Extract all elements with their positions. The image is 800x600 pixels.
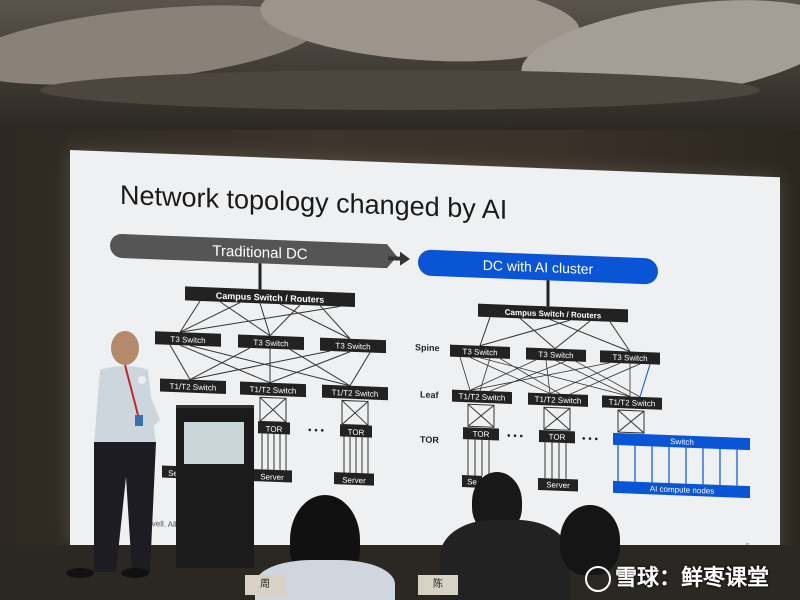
server-label: Se bbox=[168, 469, 178, 478]
server-box bbox=[252, 468, 292, 483]
name-card: 陈 bbox=[418, 575, 458, 595]
tor-box bbox=[258, 421, 290, 435]
arrow-icon bbox=[388, 251, 410, 266]
server-box bbox=[334, 472, 374, 486]
ai-banner bbox=[418, 249, 658, 285]
projection-screen: Network topology changed by AI Tradition… bbox=[70, 150, 780, 573]
ai-campus-switch-label: Campus Switch / Routers bbox=[505, 308, 602, 321]
campus-switch-label: Campus Switch / Routers bbox=[216, 291, 324, 305]
podium-monitor bbox=[184, 422, 244, 464]
ellipsis: • • • bbox=[308, 425, 325, 437]
ai-tor-box bbox=[463, 427, 499, 441]
leaf-switch-label: T1/T2 Switch bbox=[535, 395, 582, 406]
tor-label: TOR bbox=[348, 428, 365, 438]
traditional-tree: Campus Switch / Routers T3 Switch T3 Swi… bbox=[155, 263, 388, 486]
t3-switch-label: T3 Switch bbox=[253, 338, 288, 348]
spine-switch-label: T3 Switch bbox=[538, 350, 573, 360]
audience-body bbox=[440, 520, 570, 600]
spine-label: Spine bbox=[415, 342, 440, 353]
leaf-switch-box bbox=[452, 389, 512, 404]
t3-switch-box bbox=[320, 337, 386, 354]
t3-switch-label: T3 Switch bbox=[335, 341, 370, 351]
spine-switch-label: T3 Switch bbox=[612, 353, 647, 363]
ai-tor-label: TOR bbox=[549, 432, 566, 442]
watermark-text: 雪球：鲜枣课堂 bbox=[615, 565, 770, 590]
campus-switch-box bbox=[185, 286, 355, 307]
ai-switch-box bbox=[613, 432, 750, 451]
spine-switch-box bbox=[600, 350, 660, 365]
leaf-switch-box bbox=[602, 395, 662, 410]
spine-switch-label: T3 Switch bbox=[462, 347, 497, 357]
watermark-logo-icon bbox=[585, 566, 611, 593]
watermark: 雪球：鲜枣课堂 bbox=[585, 560, 770, 593]
tor-box bbox=[340, 424, 372, 438]
server-label: Server bbox=[342, 475, 366, 485]
ai-server-label: Se bbox=[467, 477, 477, 486]
spine-switch-box bbox=[526, 347, 586, 362]
server-label: Server bbox=[260, 472, 284, 482]
ai-switch-label: Switch bbox=[670, 437, 694, 447]
t1t2-switch-label: T1/T2 Switch bbox=[170, 382, 217, 393]
leaf-switch-label: T1/T2 Switch bbox=[459, 392, 506, 403]
t3-switch-box bbox=[155, 331, 221, 347]
traditional-banner-label: Traditional DC bbox=[212, 242, 307, 263]
ai-server-box bbox=[538, 477, 578, 492]
ai-compute-box bbox=[613, 480, 750, 499]
speaker-figure bbox=[66, 331, 160, 578]
ai-server-label: Server bbox=[546, 480, 570, 490]
tor-label: TOR bbox=[266, 425, 283, 435]
leaf-switch-box bbox=[528, 392, 588, 407]
spine-switch-box bbox=[450, 344, 510, 359]
t1t2-switch-box bbox=[240, 381, 306, 398]
ai-compute-label: AI compute nodes bbox=[650, 484, 714, 495]
topology-diagram: Traditional DC DC with AI cluster Campus… bbox=[110, 233, 750, 499]
ai-banner-label: DC with AI cluster bbox=[483, 257, 594, 277]
ai-tree: Campus Switch / Routers Spine Leaf TOR T… bbox=[415, 280, 750, 499]
leaf-label: Leaf bbox=[420, 389, 440, 400]
audience-head bbox=[560, 505, 620, 575]
podium bbox=[176, 405, 254, 568]
tor-row-label: TOR bbox=[420, 434, 439, 445]
t1t2-switch-label: T1/T2 Switch bbox=[332, 388, 379, 399]
name-card: 周 bbox=[245, 575, 285, 595]
t3-switch-label: T3 Switch bbox=[170, 335, 205, 345]
ellipsis: • • • bbox=[507, 431, 524, 443]
ai-campus-switch-box bbox=[478, 303, 628, 323]
ai-tor-label: TOR bbox=[473, 429, 490, 439]
traditional-banner bbox=[110, 233, 397, 269]
t3-switch-box bbox=[238, 334, 304, 350]
ellipsis: • • • bbox=[582, 434, 599, 446]
leaf-switch-label: T1/T2 Switch bbox=[609, 398, 656, 409]
ai-tor-box bbox=[539, 430, 575, 444]
ceiling-panel bbox=[40, 70, 760, 110]
t1t2-switch-label: T1/T2 Switch bbox=[250, 385, 297, 396]
t1t2-switch-box bbox=[160, 378, 226, 394]
t1t2-switch-box bbox=[322, 384, 388, 401]
ceiling bbox=[0, 0, 800, 150]
